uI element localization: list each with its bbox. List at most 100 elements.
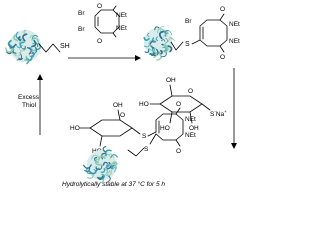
product1-n-top: NEt (229, 21, 240, 28)
protein-ribbon (147, 32, 150, 37)
product2-o-bottom: O (176, 148, 181, 155)
protein-structure-start (4, 29, 42, 65)
thioglucose-oh-top: OH (166, 77, 176, 84)
reagent-o-top: O (97, 3, 102, 10)
protein-ribbon (102, 161, 108, 166)
protein-ribbon (22, 45, 26, 50)
protein-ribbon (167, 45, 173, 53)
protein-ribbon (104, 169, 112, 177)
protein-ribbon (91, 154, 100, 160)
protein-ribbon (163, 34, 168, 38)
protein-ribbon (94, 157, 99, 163)
protein-ribbon (148, 39, 153, 47)
protein-ribbon (149, 47, 157, 52)
reverse-condition-line2: Thiol (22, 102, 37, 109)
protein-ribbon (31, 39, 37, 48)
protein-structure-conjugate (143, 26, 176, 61)
stability-caption: Hydrolytically stable at 37 °C for 5 h (62, 180, 165, 188)
product2-n-bottom: NEt (185, 132, 196, 139)
protein-ribbon (33, 46, 37, 52)
product2-s-glyco: S (142, 133, 147, 140)
thioglucose-ring-o: O (188, 88, 193, 95)
protein-ribbon (155, 36, 159, 42)
protein-ribbon (29, 35, 35, 39)
protein-ribbon (31, 34, 39, 40)
reagent-n-bottom: NEt (116, 25, 127, 32)
protein-ribbon (17, 36, 22, 42)
protein-ribbon (164, 30, 173, 36)
protein-ribbon (97, 175, 104, 180)
protein-ribbon (7, 39, 13, 47)
protein-ribbon (153, 48, 159, 57)
protein-ribbon (154, 26, 160, 31)
protein-ribbon (108, 162, 117, 170)
protein-ribbon (13, 34, 19, 42)
protein-ribbon (31, 51, 35, 57)
product1-o-top: O (220, 6, 225, 13)
product1-br: Br (185, 18, 192, 25)
protein-ribbon (104, 168, 109, 174)
reaction-scheme: SH Br Br O O NEt NEt S Br O O NEt NEt (4, 3, 240, 188)
protein-ribbon (27, 47, 33, 51)
protein-ribbon (143, 36, 150, 41)
reagent-o-bottom: O (97, 38, 102, 45)
protein-ribbon (97, 155, 106, 161)
thioglucose-ho-bottom: HO (160, 125, 170, 132)
product2-ring-o: O (120, 112, 125, 119)
protein-ribbon (32, 42, 39, 48)
protein-ribbon (83, 164, 92, 169)
protein-ribbon (158, 30, 165, 40)
product2-n-top: NEt (185, 116, 196, 123)
protein-ribbon (157, 28, 164, 34)
bromothio-pyridazinedione: Br O O NEt NEt (185, 6, 240, 61)
protein-ribbon (152, 37, 156, 42)
protein-ribbon (103, 154, 111, 159)
product2-o-top: O (176, 101, 181, 108)
product1-o-bottom: O (220, 54, 225, 61)
protein-ribbon (159, 49, 163, 55)
product2-oh-top: OH (113, 102, 123, 109)
protein-ribbon (161, 39, 166, 42)
protein-ribbon (18, 57, 23, 61)
protein-ribbon (164, 32, 169, 37)
protein-ribbon (105, 149, 112, 157)
protein-ribbon (110, 154, 118, 159)
protein-ribbon (165, 37, 168, 44)
product1-s-label: S (185, 41, 190, 48)
protein-ribbon (22, 33, 28, 42)
protein-ribbon (19, 41, 25, 49)
linker-bond-conjugate (170, 41, 184, 51)
protein-ribbon (15, 31, 22, 40)
protein-structure-product (83, 145, 118, 184)
protein-ribbon (31, 37, 40, 43)
thioglucose-reagent: OH O HO HO OH S-Na+ (139, 77, 227, 132)
product2-ho-left: HO (70, 125, 80, 132)
protein-ribbon (107, 153, 114, 159)
product1-n-bottom: NEt (229, 38, 240, 45)
protein-ribbon (14, 51, 22, 57)
reagent-n-top: NEt (116, 12, 127, 19)
thioglucose-s: S-Na+ (210, 109, 227, 118)
protein-ribbon (168, 37, 173, 40)
reagent-br-bottom: Br (78, 26, 85, 33)
protein-ribbon (149, 52, 156, 57)
protein-ribbon (153, 50, 158, 58)
protein-ribbon (84, 167, 91, 173)
protein-ribbon (159, 26, 165, 32)
protein-ribbon (26, 58, 29, 63)
protein-ribbon (95, 166, 100, 170)
glyco-conjugate-product: HO HO OH O S O O NEt NEt S (70, 101, 196, 157)
protein-ribbon (31, 47, 37, 54)
protein-ribbon (144, 48, 150, 53)
thioglucose-ho-left: HO (139, 101, 149, 108)
sh-label: SH (60, 43, 70, 50)
thioglucose-oh-bottom: OH (189, 125, 199, 132)
protein-ribbon (94, 158, 101, 166)
reverse-condition-line1: Excess (18, 94, 40, 101)
protein-ribbon (101, 173, 105, 179)
protein-ribbon (156, 52, 162, 61)
product2-s-protein: S (144, 146, 149, 153)
linker-bond-start (38, 43, 61, 53)
protein-ribbon (100, 167, 106, 173)
dibromopyridazinedione-reagent: Br Br O O NEt NEt (78, 3, 127, 45)
